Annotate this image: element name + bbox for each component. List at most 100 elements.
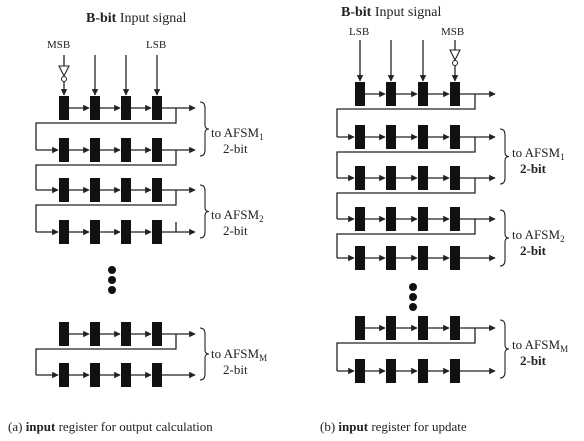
register-cell [450, 316, 460, 340]
panel-b-msb-label: MSB [441, 26, 464, 38]
register-cell [121, 363, 131, 387]
brace [499, 209, 510, 267]
register-cell [90, 220, 100, 244]
register-cell [90, 178, 100, 202]
inverter-icon [449, 49, 461, 62]
afsm-subscript: 1 [560, 152, 565, 162]
register-cell [152, 322, 162, 346]
ellipsis-dot [409, 303, 417, 311]
panel-b-afsm-m-label: to AFSMM 2-bit [512, 337, 568, 368]
register-cell [355, 207, 365, 231]
register-cell [59, 138, 69, 162]
ellipsis-dot [409, 293, 417, 301]
panel-a-lsb-label: LSB [146, 39, 166, 51]
register-cell [450, 359, 460, 383]
register-cell [418, 207, 428, 231]
svg-text:to AFSMM: to AFSMM [211, 346, 267, 363]
panel-b-braces [499, 128, 510, 379]
brace [499, 128, 510, 185]
brace [199, 184, 210, 239]
register-cell [418, 246, 428, 270]
register-cell [386, 359, 396, 383]
panel-a-title-rest: Input signal [116, 11, 186, 26]
register-cell [386, 246, 396, 270]
register-cell [386, 207, 396, 231]
caption-bold: input [26, 419, 56, 434]
register-cell [90, 322, 100, 346]
panel-b-ellipsis [409, 283, 417, 311]
afsm-bits: 2-bit [223, 223, 248, 238]
afsm-to: to AFSM [211, 207, 259, 222]
panel-b-lsb-label: LSB [349, 26, 369, 38]
panel-a-title-bold: B-bit [86, 11, 117, 26]
inverter-bubble [452, 60, 458, 66]
svg-text:to AFSM2: to AFSM2 [512, 227, 565, 244]
register-cell [386, 82, 396, 106]
register-cell [121, 178, 131, 202]
brace [199, 101, 210, 157]
register-cell [59, 178, 69, 202]
caption-bold: input [338, 419, 368, 434]
feedback-wire [336, 137, 476, 178]
feedback-wire [336, 94, 476, 137]
register-cell [152, 138, 162, 162]
afsm-bits: 2-bit [520, 161, 547, 176]
ellipsis-dot [108, 276, 116, 284]
register-cell [152, 96, 162, 120]
panel-b-title-bold: B-bit [341, 5, 372, 20]
feedback-wire [35, 190, 177, 232]
register-cell [90, 363, 100, 387]
register-cell [450, 207, 460, 231]
panel-a-braces [199, 101, 210, 381]
svg-text:to AFSM1: to AFSM1 [512, 145, 565, 162]
ellipsis-dot [108, 286, 116, 294]
register-cell [355, 82, 365, 106]
afsm-subscript: M [259, 353, 267, 363]
register-cell [355, 316, 365, 340]
panel-b-inputs [356, 40, 461, 82]
afsm-bits: 2-bit [520, 353, 547, 368]
afsm-subscript: M [560, 344, 568, 354]
panel-a-caption: (a) input register for output calculatio… [8, 419, 213, 434]
register-cell [59, 96, 69, 120]
feedback-wire [336, 219, 476, 258]
feedback-wire [35, 334, 177, 375]
register-cell [418, 82, 428, 106]
caption-prefix: (a) [8, 419, 26, 434]
register-cell [90, 138, 100, 162]
panel-a-wires [35, 104, 196, 379]
register-cell [386, 316, 396, 340]
panel-a-inputs [58, 55, 161, 96]
register-cell [121, 220, 131, 244]
svg-text:to AFSM2: to AFSM2 [211, 207, 264, 224]
feedback-wire [35, 108, 177, 150]
panel-a-afsm-1-label: to AFSM1 2-bit [211, 125, 264, 156]
afsm-bits: 2-bit [520, 243, 547, 258]
panel-b-title: B-bit Input signal [341, 5, 441, 20]
register-cell [90, 96, 100, 120]
inverter-bubble [61, 76, 67, 82]
inverter-icon [58, 65, 70, 78]
register-cell [121, 322, 131, 346]
register-cell [59, 322, 69, 346]
afsm-to: to AFSM [512, 145, 560, 160]
afsm-subscript: 2 [259, 214, 264, 224]
register-cell [418, 125, 428, 149]
ellipsis-dot [108, 266, 116, 274]
panel-a-title: B-bit Input signal [86, 11, 186, 26]
register-cell [450, 246, 460, 270]
afsm-bits: 2-bit [223, 141, 248, 156]
register-cell [152, 220, 162, 244]
afsm-bits: 2-bit [223, 362, 248, 377]
panel-a-msb-label: MSB [47, 39, 70, 51]
caption-prefix: (b) [320, 419, 338, 434]
register-cell [152, 363, 162, 387]
afsm-to: to AFSM [512, 337, 560, 352]
panel-b-registers [355, 82, 460, 383]
register-cell [450, 125, 460, 149]
svg-text:to AFSM1: to AFSM1 [211, 125, 264, 142]
register-cell [450, 166, 460, 190]
feedback-wire [336, 328, 476, 371]
afsm-to: to AFSM [512, 227, 560, 242]
